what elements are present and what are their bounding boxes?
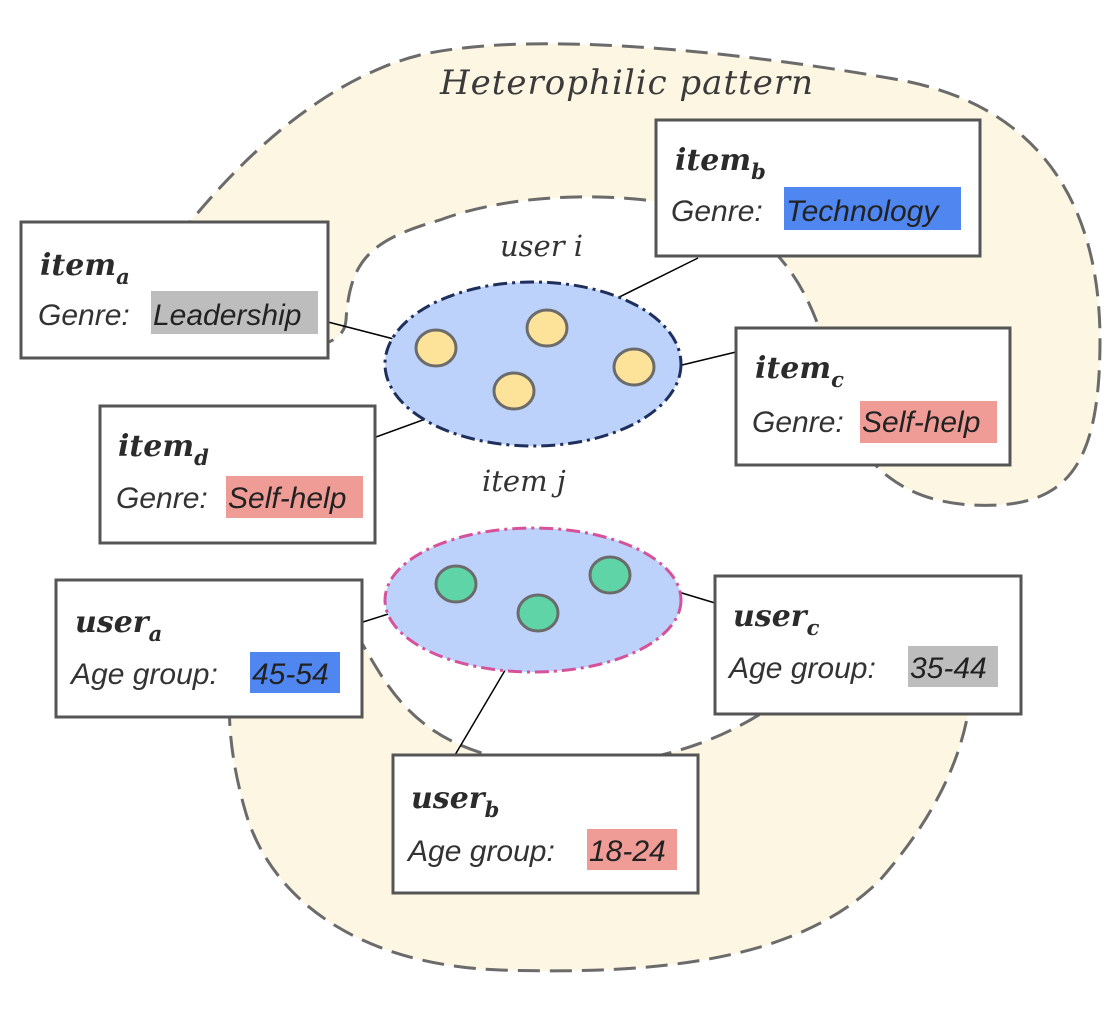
user-node xyxy=(588,555,632,595)
item-c-frame xyxy=(734,326,1012,467)
item-node xyxy=(612,347,656,387)
item-d-attribute: Genre:Self-help xyxy=(116,482,346,515)
item-a-frame xyxy=(19,220,330,360)
user-b-age-tag xyxy=(587,829,677,870)
user-i-label: user i xyxy=(500,229,583,263)
item-d-box: itemd Genre:Self-help xyxy=(98,404,377,545)
item-node xyxy=(525,308,569,348)
user-b-title: userb xyxy=(411,781,499,822)
user-a-box: usera Age group:45-54 xyxy=(54,578,364,719)
user-a-frame xyxy=(54,578,364,719)
item-c-attribute: Genre:Self-help xyxy=(752,406,980,439)
user-node xyxy=(516,593,560,633)
user-a-age-tag xyxy=(250,652,340,693)
user-b-frame xyxy=(391,753,700,895)
item-node xyxy=(414,328,458,368)
item-d-frame xyxy=(98,404,377,545)
item-c-box: itemc Genre:Self-help xyxy=(734,326,1012,467)
item-a-box: itema Genre:Leadership xyxy=(19,220,330,360)
user-i-cluster: user i xyxy=(383,229,683,448)
user-c-age-tag xyxy=(908,646,998,687)
item-b-box: itemb Genre:Technology xyxy=(654,118,982,258)
user-c-box: userc Age group:35-44 xyxy=(713,574,1023,716)
item-b-attribute: Genre:Technology xyxy=(671,195,940,228)
user-b-attribute: Age group:18-24 xyxy=(406,835,666,868)
item-c-genre-tag xyxy=(860,401,997,443)
item-a-attribute: Genre:Leadership xyxy=(38,299,301,332)
user-c-frame xyxy=(713,574,1023,716)
user-i-ellipse xyxy=(383,280,683,448)
item-j-label: item j xyxy=(482,464,566,498)
item-a-title: itema xyxy=(40,248,130,289)
item-b-genre-tag xyxy=(784,187,961,230)
item-j-cluster: item j xyxy=(383,464,683,674)
item-c-title: itemc xyxy=(755,351,844,392)
item-d-title: itemd xyxy=(118,429,209,470)
user-a-attribute: Age group:45-54 xyxy=(69,658,329,691)
user-c-title: userc xyxy=(733,599,820,640)
item-node xyxy=(492,371,536,411)
item-b-title: itemb xyxy=(675,143,766,184)
user-node xyxy=(434,564,478,604)
user-b-box: userb Age group:18-24 xyxy=(391,753,700,895)
user-a-title: usera xyxy=(75,605,162,646)
item-a-genre-tag xyxy=(151,291,318,334)
pattern-title: Heterophilic pattern xyxy=(439,63,814,103)
user-c-attribute: Age group:35-44 xyxy=(727,652,987,685)
item-d-genre-tag xyxy=(226,476,363,518)
